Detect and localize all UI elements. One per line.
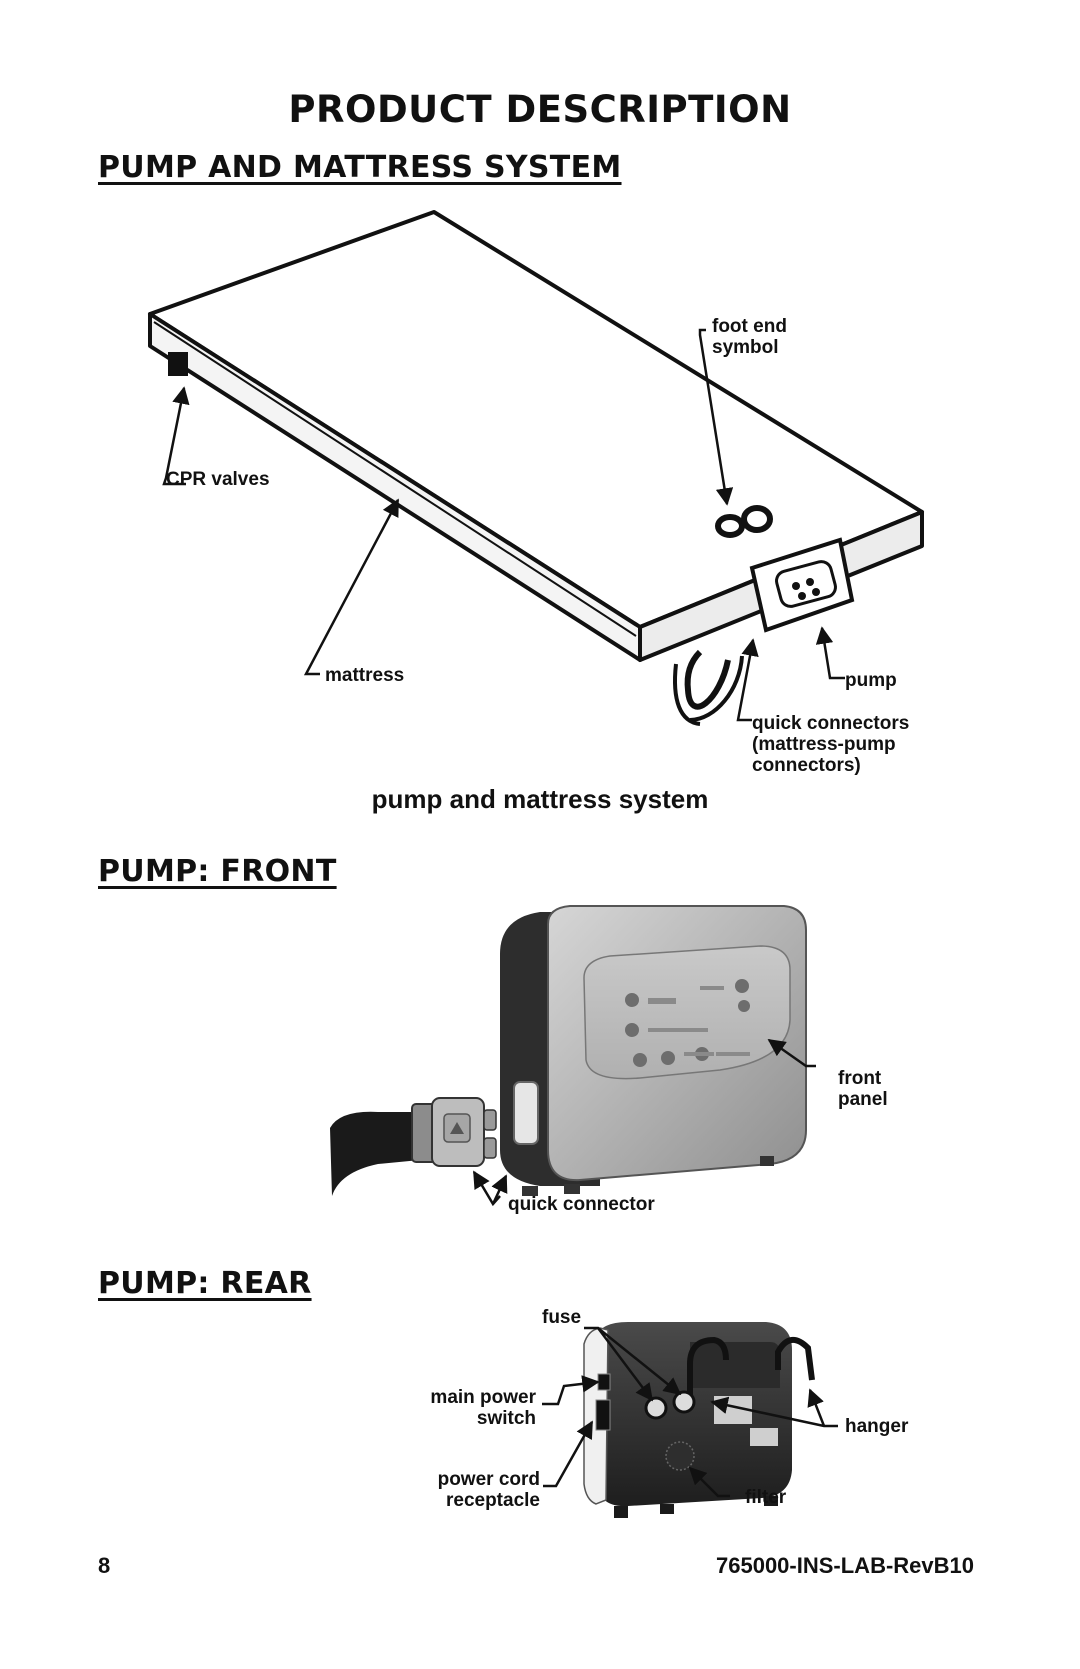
figure-caption-system: pump and mattress system — [371, 784, 709, 814]
mattress-pump — [749, 537, 855, 633]
power-cord-line1: power cord — [437, 1469, 540, 1490]
foot-end-symbol — [715, 505, 773, 538]
quick-connectors-line1: quick connectors — [752, 713, 910, 734]
main-power-line1: main power — [430, 1387, 536, 1408]
foot-end-label-line2: symbol — [712, 337, 779, 358]
power-cord-receptacle-callout: power cord receptacle — [416, 1469, 540, 1511]
foot-end-label-line1: foot end — [712, 316, 787, 337]
quick-connectors-callout: quick connectors (mattress-pump connecto… — [752, 713, 909, 776]
page-number: 8 — [98, 1553, 111, 1578]
front-panel-callout: front panel — [838, 1068, 888, 1110]
quick-connectors-line2: (mattress-pump — [752, 734, 896, 755]
document-id: 765000-INS-LAB-RevB10 — [716, 1553, 974, 1578]
foot-end-symbol-callout: foot end symbol — [712, 316, 787, 358]
section-heading-front: PUMP: FRONT — [98, 854, 337, 889]
pump-callout: pump — [845, 670, 897, 691]
mattress-callout: mattress — [325, 665, 405, 686]
page-title: PRODUCT DESCRIPTION — [288, 88, 792, 131]
main-power-switch-callout: main power switch — [416, 1387, 536, 1429]
power-cord-line2: receptacle — [445, 1490, 540, 1511]
filter-callout: filter — [745, 1487, 787, 1508]
cpr-valves-callout: CPR valves — [166, 469, 270, 490]
fuse-callout: fuse — [542, 1307, 582, 1328]
hanger-callout: hanger — [845, 1416, 909, 1437]
main-power-line2: switch — [476, 1408, 536, 1429]
section-heading-rear: PUMP: REAR — [98, 1266, 312, 1301]
section-heading-system: PUMP AND MATTRESS SYSTEM — [98, 150, 622, 185]
quick-connector-callout: quick connector — [508, 1194, 655, 1215]
mattress-illustration — [148, 210, 924, 726]
front-panel-line1: front — [838, 1068, 882, 1089]
pump-rear-illustration — [542, 1322, 838, 1518]
quick-connectors-line3: connectors) — [752, 755, 861, 776]
pump-front-illustration — [330, 905, 816, 1207]
front-panel-line2: panel — [838, 1089, 888, 1110]
